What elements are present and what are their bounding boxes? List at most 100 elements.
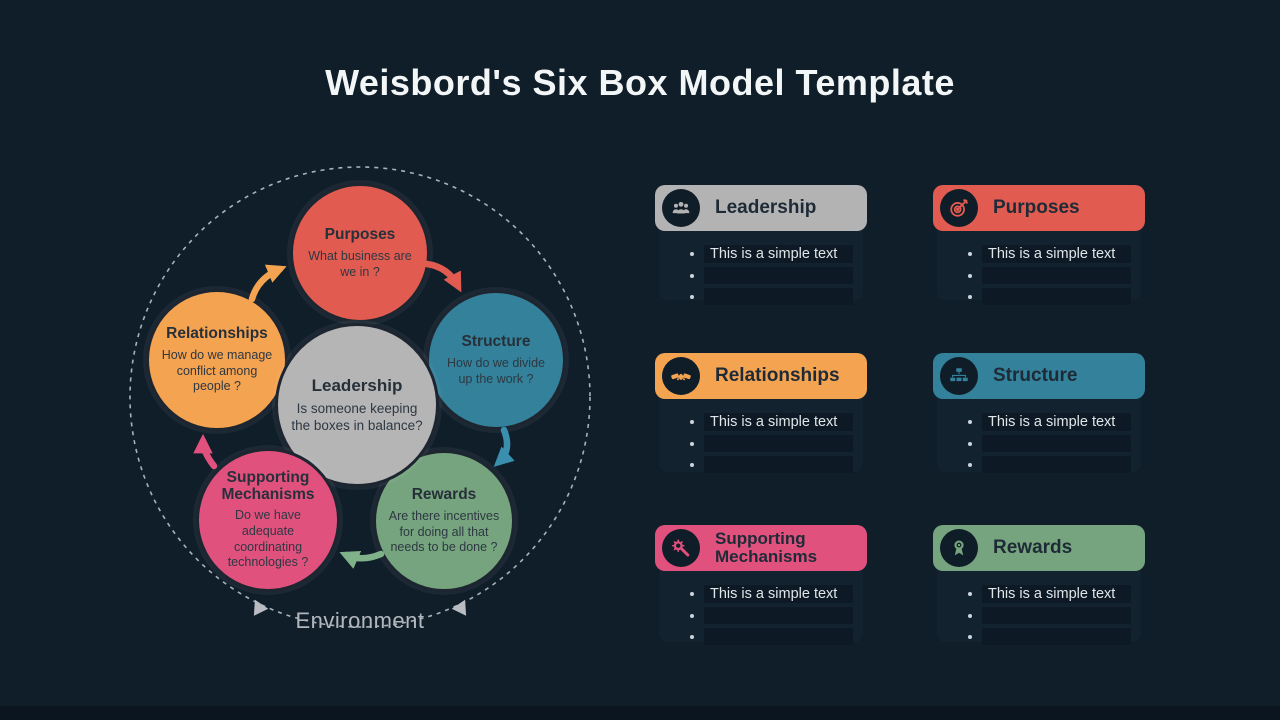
org-chart-icon — [940, 357, 978, 395]
circle-purposes: Purposes What business are we in ? — [290, 183, 430, 323]
environment-ring — [129, 166, 591, 628]
circle-title: Relationships — [166, 325, 268, 343]
circle-question: Do we have adequate coordinating technol… — [227, 508, 309, 570]
bullet-icon — [968, 613, 972, 618]
card-header: Rewards — [933, 525, 1145, 571]
list-item — [937, 286, 1141, 307]
list-item: This is a simple text — [937, 411, 1141, 433]
list-item: This is a simple text — [659, 411, 863, 433]
bullet-text — [982, 288, 1131, 305]
bullet-list: This is a simple text — [937, 243, 1141, 307]
circle-title: Purposes — [324, 225, 396, 243]
circle-title: Structure — [461, 332, 531, 350]
card-header: Leadership — [655, 185, 867, 231]
list-item — [659, 265, 863, 286]
card-title: Structure — [993, 364, 1078, 386]
target-icon — [940, 189, 978, 227]
bullet-icon — [690, 441, 694, 446]
dashed-ring — [129, 166, 591, 628]
bullet-icon — [690, 420, 694, 424]
bullet-text — [704, 456, 853, 473]
list-item — [659, 454, 863, 475]
circle-rewards: Rewards Are there incentives for doing a… — [373, 450, 515, 592]
circle-leadership: Leadership Is someone keeping the boxes … — [275, 323, 439, 487]
list-item — [937, 454, 1141, 475]
bullet-text: This is a simple text — [982, 245, 1131, 263]
list-item — [937, 265, 1141, 286]
card-header: Purposes — [933, 185, 1145, 231]
circle-question: How do we manage conflict among people ? — [161, 348, 273, 394]
list-item: This is a simple text — [937, 583, 1141, 605]
bullet-list: This is a simple text — [937, 411, 1141, 475]
circle-title: Rewards — [411, 486, 477, 504]
bullet-text: This is a simple text — [704, 245, 853, 263]
bullet-icon — [968, 273, 972, 278]
list-item — [937, 433, 1141, 454]
environment-label: Environment — [295, 608, 425, 633]
bullet-icon — [968, 462, 972, 467]
bullet-text — [704, 435, 853, 452]
circle-question: Is someone keeping the boxes in balance? — [291, 400, 423, 433]
bullet-icon — [690, 613, 694, 618]
circle-question: What business are we in ? — [308, 248, 412, 279]
bullet-icon — [968, 592, 972, 596]
bullet-list: This is a simple text — [659, 411, 863, 475]
six-box-diagram: Purposes What business are we in ? Struc… — [110, 150, 610, 650]
cards-grid: Leadership This is a simple text — [655, 185, 1145, 645]
bullet-text — [982, 456, 1131, 473]
card-rewards: Rewards This is a simple text — [933, 525, 1145, 645]
people-icon — [662, 189, 700, 227]
list-item — [659, 605, 863, 626]
list-item: This is a simple text — [659, 583, 863, 605]
gear-wrench-icon — [662, 529, 700, 567]
circle-structure: Structure How do we divide up the work ? — [426, 290, 566, 430]
card-header: Structure — [933, 353, 1145, 399]
bullet-icon — [690, 634, 694, 639]
card-relationships: Relationships This is a simple text — [655, 353, 867, 475]
bullet-icon — [690, 252, 694, 256]
bullet-icon — [690, 462, 694, 467]
circle-question: How do we divide up the work ? — [447, 355, 545, 386]
list-item — [659, 626, 863, 647]
bullet-text: This is a simple text — [982, 413, 1131, 431]
bullet-list: This is a simple text — [937, 583, 1141, 647]
bullet-text — [704, 628, 853, 645]
bullet-icon — [968, 634, 972, 639]
bullet-icon — [968, 441, 972, 446]
bullet-icon — [968, 294, 972, 299]
card-title: Supporting Mechanisms — [715, 528, 818, 566]
circle-supporting-mechanisms: Supporting Mechanisms Do we have adequat… — [196, 448, 340, 592]
list-item — [659, 286, 863, 307]
bullet-text — [704, 267, 853, 284]
ring-arrowhead-right — [451, 599, 467, 616]
bullet-text — [982, 435, 1131, 452]
bottom-bar — [0, 706, 1280, 720]
bullet-icon — [690, 294, 694, 299]
handshake-icon — [662, 357, 700, 395]
card-supporting-mechanisms: Supporting Mechanisms This is a simple t… — [655, 525, 867, 645]
list-item — [937, 626, 1141, 647]
bullet-text — [982, 628, 1131, 645]
bullet-text: This is a simple text — [704, 585, 853, 603]
bullet-list: This is a simple text — [659, 583, 863, 647]
list-item: This is a simple text — [937, 243, 1141, 265]
circle-relationships: Relationships How do we manage conflict … — [146, 289, 288, 431]
card-leadership: Leadership This is a simple text — [655, 185, 867, 305]
card-purposes: Purposes This is a simple text — [933, 185, 1145, 305]
card-title: Rewards — [993, 536, 1073, 558]
circle-title: Leadership — [311, 375, 403, 395]
bullet-text — [704, 607, 853, 624]
card-header: Relationships — [655, 353, 867, 399]
card-title: Leadership — [715, 196, 817, 218]
circle-title: Supporting Mechanisms — [221, 469, 315, 504]
bullet-icon — [690, 273, 694, 278]
card-title: Relationships — [715, 364, 840, 386]
list-item — [937, 605, 1141, 626]
card-header: Supporting Mechanisms — [655, 525, 867, 571]
list-item — [659, 433, 863, 454]
bullet-icon — [968, 252, 972, 256]
page-title: Weisbord's Six Box Model Template — [325, 62, 955, 103]
bullet-icon — [690, 592, 694, 596]
medal-icon — [940, 529, 978, 567]
